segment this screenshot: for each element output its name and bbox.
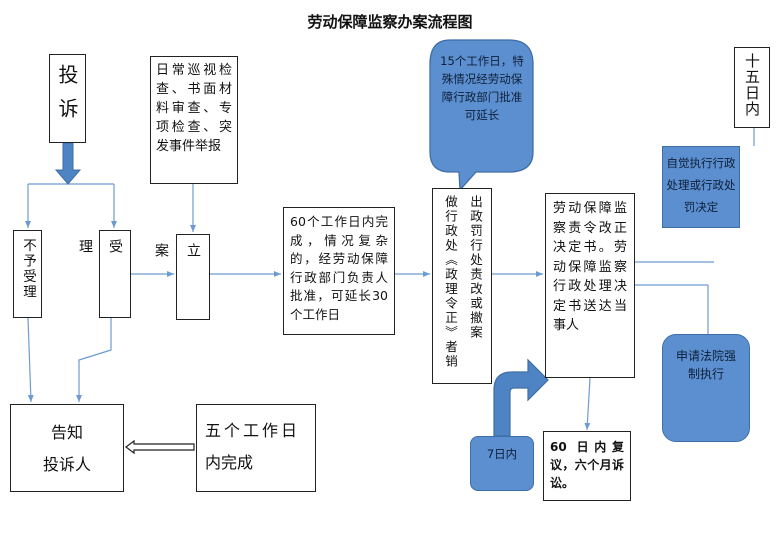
decision-box: 做行政处《政理令正》者销 出政罚行处责改或撤案 [432, 188, 492, 384]
complaint-label: 投诉 [55, 64, 79, 132]
order-rectify-box: 劳动保障监察责令改正决定书。劳动保障监察行政处理决定书送达当事人 [545, 193, 635, 378]
court-enforcement-label: 申请法院强制执行 [675, 349, 736, 381]
daily-sources-box: 日常巡视检查、书面材料审查、专项检查、突发事件举报 [150, 56, 238, 184]
five-days-line-1: 五个工作日 [205, 421, 301, 440]
page-title: 劳动保障监察办案流程图 [307, 13, 473, 31]
court-enforcement-box: 申请法院强制执行 [662, 334, 750, 442]
decision-col-1: 做行政处《政理令正》者销 [443, 195, 458, 369]
appeal-label: 60 日内复议，六个月诉讼。 [550, 440, 624, 490]
fifteen-days-label: 十五日内 [743, 53, 761, 117]
five-days-left-arrow [125, 439, 195, 455]
five-days-line-2: 内完成 [205, 453, 254, 472]
accept-box: 受理 [77, 230, 131, 318]
reject-label: 不予受理 [20, 238, 36, 300]
accept-label: 受理 [77, 239, 123, 283]
register-box: 立案 [153, 234, 210, 320]
voluntary-execution-label: 自觉执行行政处理或行政处罚决定 [666, 156, 736, 214]
fifteen-days-box: 十五日内 [734, 47, 770, 128]
investigation-label: 60个工作日内完成，情况复杂的，经劳动保障行政部门负责人批准，可延长30个工作日 [290, 214, 388, 322]
extension-note-label: 15个工作日，特殊情况经劳动保障行政部门批准可延长 [440, 54, 524, 122]
daily-sources-label: 日常巡视检查、书面材料审查、专项检查、突发事件举报 [156, 63, 232, 154]
extension-note-bubble [429, 39, 534, 192]
notify-line-1: 告知 [50, 423, 83, 442]
order-rectify-label: 劳动保障监察责令改正决定书。劳动保障监察行政处理决定书送达当事人 [553, 201, 627, 333]
register-label: 立案 [153, 243, 201, 289]
decision-col-2: 出政罚行处责改或撤案 [468, 195, 483, 340]
five-days-box: 五个工作日 内完成 [196, 404, 316, 492]
seven-days-bent-arrow [493, 358, 549, 437]
extension-note-text: 15个工作日，特殊情况经劳动保障行政部门批准可延长 [438, 52, 526, 124]
appeal-box: 60 日内复议，六个月诉讼。 [543, 431, 631, 501]
seven-days-box: 7日内 [470, 436, 534, 491]
complaint-down-arrow [54, 142, 82, 185]
complaint-box: 投诉 [49, 54, 86, 143]
notify-line-2: 投诉人 [42, 455, 91, 474]
reject-box: 不予受理 [13, 230, 42, 318]
seven-days-label: 7日内 [486, 447, 518, 461]
notify-complainant-box: 告知 投诉人 [10, 404, 124, 492]
voluntary-execution-box: 自觉执行行政处理或行政处罚决定 [662, 146, 740, 228]
investigation-box: 60个工作日内完成，情况复杂的，经劳动保障行政部门负责人批准，可延长30个工作日 [283, 207, 395, 335]
